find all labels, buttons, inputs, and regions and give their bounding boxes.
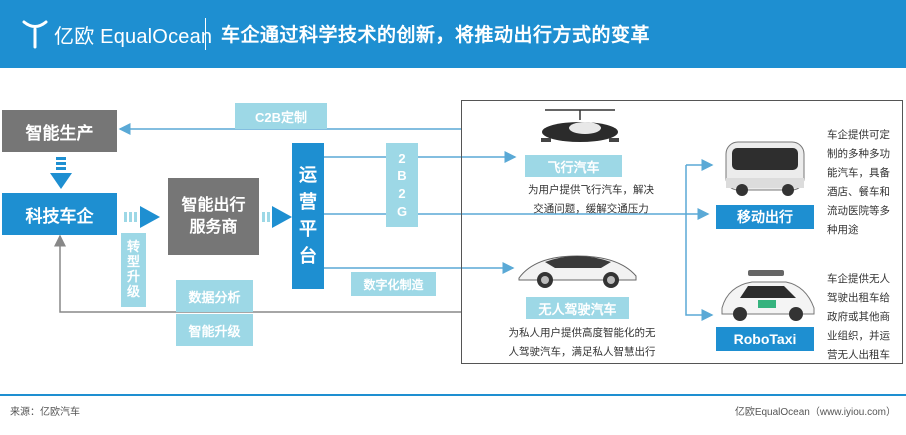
autonomous-car-icon — [518, 255, 637, 288]
smart-upgrade-label: 智能升级 — [188, 323, 241, 339]
autonomous-car-desc-line: 为私人用户提供高度智能化的无 — [508, 327, 656, 339]
transformation-char: 升 — [126, 269, 140, 284]
robotaxi-desc-line: 营无人出租车 — [827, 349, 890, 361]
right-arrow-icon — [262, 206, 292, 228]
transformation-char: 型 — [126, 254, 140, 270]
data-analysis-label: 数据分析 — [188, 289, 241, 305]
logo: 亿欧 EqualOcean — [22, 14, 212, 54]
mobility-travel-desc-line: 制的多种多功 — [827, 148, 890, 160]
source-note: 来源：亿欧汽车 — [10, 407, 80, 418]
flying-car-desc-line: 为用户提供飞行汽车，解决 — [528, 184, 654, 196]
mobility-shuttle-icon — [725, 141, 805, 196]
feedback-to-automaker-arrow — [54, 234, 461, 313]
frame-to-robotaxi-arrow — [685, 165, 714, 321]
mobility-travel-desc: 车企提供可定 制的多种多功 能汽车，具备 酒店、餐车和 流动医院等多 种用途 — [827, 126, 901, 240]
flying-car-label-box: 飞行汽车 — [525, 155, 622, 177]
logo-text: 亿欧 EqualOcean — [54, 25, 213, 48]
transformation-char: 级 — [126, 283, 140, 299]
c2b-label-box: C2B定制 — [235, 103, 327, 129]
robotaxi-desc-line: 驾驶出租车给 — [827, 292, 890, 304]
equalocean-logo-icon — [22, 20, 48, 49]
mobility-travel-desc-line: 车企提供可定 — [827, 129, 890, 141]
digital-mfg-box: 数字化制造 — [351, 272, 436, 296]
b2g-char: G — [396, 203, 408, 219]
robotaxi-desc-line: 车企提供无人 — [827, 273, 890, 285]
mobility-provider-box: 智能出行 服务商 — [168, 178, 259, 255]
ops-platform-char: 营 — [299, 192, 317, 212]
mobility-provider-line: 智能出行 — [181, 196, 246, 214]
robotaxi-desc-line: 政府或其他商 — [827, 311, 890, 323]
header-divider — [205, 18, 206, 50]
footer-divider — [0, 394, 906, 396]
b2g-char: B — [397, 168, 407, 184]
autonomous-car-desc: 为私人用户提供高度智能化的无 人驾驶汽车，满足私人智慧出行 — [498, 324, 666, 362]
smart-production-box: 智能生产 — [2, 110, 117, 152]
b2g-char: 2 — [398, 150, 406, 166]
mobility-travel-desc-line: 流动医院等多 — [827, 205, 890, 217]
transformation-box: 转 型 升 级 — [121, 233, 146, 307]
digital-mfg-label: 数字化制造 — [363, 277, 424, 292]
tech-automaker-label: 科技车企 — [25, 206, 94, 226]
mobility-travel-desc-line: 能汽车，具备 — [827, 167, 890, 179]
transformation-char: 转 — [126, 239, 140, 255]
b2g-label-box: 2 B 2 G — [386, 143, 418, 227]
autonomous-car-label: 无人驾驶汽车 — [538, 301, 617, 317]
right-arrow-icon — [124, 206, 160, 228]
mobility-travel-label: 移动出行 — [737, 209, 793, 225]
tech-automaker-box: 科技车企 — [2, 193, 117, 235]
robotaxi-desc: 车企提供无人 驾驶出租车给 政府或其他商 业组织，并运 营无人出租车 — [827, 270, 901, 365]
c2b-label: C2B定制 — [254, 109, 307, 125]
header-banner: 亿欧 EqualOcean 车企通过科学技术的创新，将推动出行方式的变革 — [0, 0, 906, 68]
robotaxi-desc-line: 业组织，并运 — [827, 330, 890, 342]
smart-production-label: 智能生产 — [25, 123, 94, 143]
autonomous-car-desc-line: 人驾驶汽车，满足私人智慧出行 — [508, 346, 656, 358]
page-title: 车企通过科学技术的创新，将推动出行方式的变革 — [221, 25, 651, 46]
flying-car-desc-line: 交通问题，缓解交通压力 — [533, 203, 649, 215]
robotaxi-label-box: RoboTaxi — [716, 327, 814, 351]
autonomous-car-label-box: 无人驾驶汽车 — [526, 297, 629, 319]
flying-car-icon — [541, 109, 619, 142]
robotaxi-label: RoboTaxi — [733, 331, 797, 347]
data-analysis-box: 数据分析 — [176, 280, 253, 312]
down-arrow-icon — [50, 157, 72, 189]
flying-car-label: 飞行汽车 — [547, 159, 600, 175]
ops-platform-char: 平 — [299, 219, 317, 239]
ops-platform-char: 运 — [299, 165, 317, 185]
mobility-provider-line: 服务商 — [189, 218, 238, 236]
b2g-char: 2 — [398, 186, 406, 201]
ops-platform-box: 运 营 平 台 — [292, 143, 324, 289]
mobility-travel-desc-line: 种用途 — [827, 224, 859, 236]
mobility-travel-desc-line: 酒店、餐车和 — [827, 186, 890, 198]
smart-upgrade-box: 智能升级 — [176, 314, 253, 346]
credit-note: 亿欧EqualOcean（www.iyiou.com） — [734, 407, 896, 418]
ops-platform-char: 台 — [299, 246, 317, 266]
products-frame — [461, 100, 903, 364]
robotaxi-icon — [721, 270, 815, 321]
mobility-travel-label-box: 移动出行 — [716, 205, 814, 229]
flying-car-desc: 为用户提供飞行汽车，解决 交通问题，缓解交通压力 — [516, 181, 666, 219]
